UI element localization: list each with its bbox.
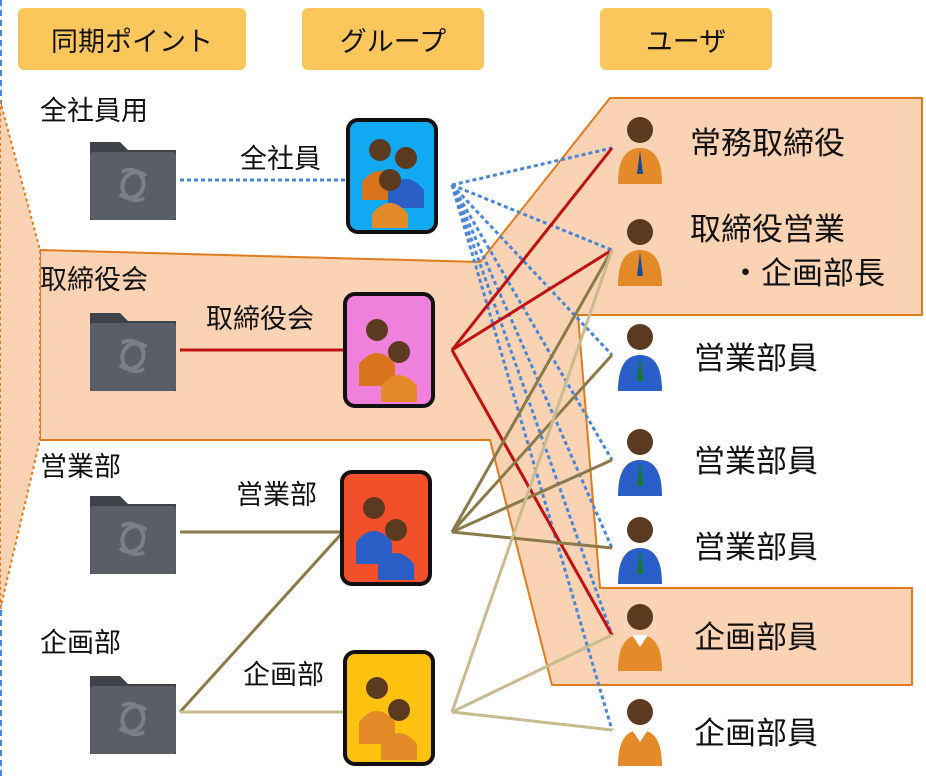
user-label-sales-1: 営業部員	[694, 341, 818, 377]
user-person-icon	[618, 699, 662, 766]
user-label-managing-director: 常務取締役	[690, 126, 845, 162]
sync-label-planning: 企画部	[40, 628, 121, 659]
user-label-director-line1: 取締役営業	[690, 212, 845, 248]
sync-folder-icon[interactable]	[86, 303, 180, 395]
sync-folder-icon[interactable]	[86, 486, 180, 578]
user-person-icon	[618, 219, 662, 286]
user-person-icon	[618, 324, 662, 391]
planning-links	[450, 249, 614, 732]
sync-label-sales: 営業部	[40, 452, 121, 483]
user-label-director-line2: ・企画部長	[730, 256, 885, 292]
sync-folder-icon[interactable]	[86, 666, 180, 758]
group-box-board[interactable]	[343, 292, 435, 408]
board-links	[450, 147, 614, 636]
group-label-board: 取締役会	[206, 304, 314, 335]
user-person-icon	[618, 517, 662, 584]
group-label-sales: 営業部	[236, 480, 317, 511]
sales-links	[450, 249, 614, 550]
header-groups: グループ	[302, 8, 484, 70]
user-person-icon	[618, 117, 662, 184]
header-sync-points: 同期ポイント	[18, 8, 246, 70]
left-highlight-region	[0, 99, 41, 611]
group-people-icon	[362, 139, 424, 228]
sync-label-board: 取締役会	[40, 265, 148, 296]
group-box-all[interactable]	[346, 118, 438, 234]
group-box-sales[interactable]	[340, 470, 432, 586]
sync-label-all: 全社員用	[40, 96, 148, 127]
group-people-icon	[356, 497, 414, 580]
user-label-planning-2: 企画部員	[694, 716, 818, 752]
group-label-all: 全社員	[240, 144, 321, 175]
user-label-sales-2: 営業部員	[694, 444, 818, 480]
user-person-icon	[618, 604, 662, 671]
group-people-icon	[359, 319, 417, 402]
group-box-planning[interactable]	[343, 650, 435, 766]
user-label-sales-3: 営業部員	[694, 530, 818, 566]
group-people-icon	[359, 677, 417, 760]
board-highlight-region	[39, 97, 923, 686]
group-label-planning: 企画部	[243, 660, 324, 691]
link-planning-sales-group	[178, 530, 345, 714]
user-person-icon	[618, 429, 662, 496]
header-users: ユーザ	[600, 8, 772, 70]
user-label-planning-1: 企画部員	[694, 620, 818, 656]
all-employee-links	[450, 146, 614, 731]
sync-folder-icon[interactable]	[86, 132, 180, 224]
